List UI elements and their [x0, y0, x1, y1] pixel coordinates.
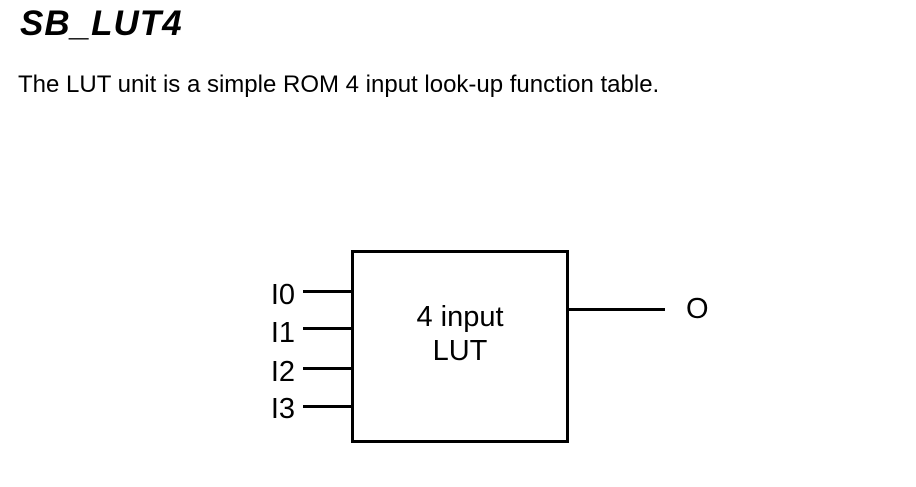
- page-description: The LUT unit is a simple ROM 4 input loo…: [18, 71, 660, 98]
- lut-block-label-line1: 4 input: [416, 301, 504, 333]
- input-wire-i0: [303, 290, 354, 293]
- input-wire-i2: [303, 367, 354, 370]
- input-label-i1: I1: [270, 317, 295, 349]
- input-wire-i1: [303, 327, 354, 330]
- lut-block-label-line2: LUT: [432, 335, 488, 367]
- input-wire-i3: [303, 405, 354, 408]
- output-label-o: O: [686, 293, 709, 325]
- input-label-i3: I3: [270, 393, 295, 425]
- lut-block-label: 4 input LUT: [351, 300, 569, 368]
- input-label-i2: I2: [270, 356, 295, 388]
- lut-block: [351, 250, 569, 443]
- output-wire-o: [569, 308, 665, 311]
- page-title: SB_LUT4: [20, 4, 183, 43]
- input-label-i0: I0: [270, 279, 295, 311]
